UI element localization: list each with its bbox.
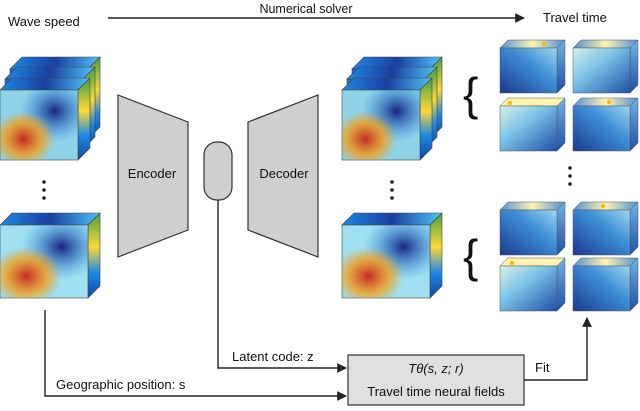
ellipsis-right bbox=[568, 166, 572, 186]
fit-arrow bbox=[524, 317, 592, 381]
fit-label: Fit bbox=[535, 360, 550, 375]
ellipsis-left bbox=[42, 180, 46, 200]
latent-code-arrow bbox=[217, 200, 347, 373]
geographic-position-arrow bbox=[44, 310, 347, 401]
neural-field-box bbox=[347, 354, 525, 406]
wave-speed-label: Wave speed bbox=[8, 14, 80, 29]
input-velocity-cube-bottom bbox=[0, 212, 101, 299]
encoder-block bbox=[117, 94, 189, 258]
ellipsis-middle bbox=[390, 180, 394, 200]
decoder-block bbox=[247, 94, 319, 258]
numerical-solver-label: Numerical solver bbox=[259, 2, 352, 16]
input-velocity-stack-top bbox=[0, 56, 101, 161]
travel-time-cubes-group-1 bbox=[499, 39, 639, 152]
output-velocity-stack-top bbox=[341, 56, 443, 161]
neural-field-formula: Tθ(s, z; r) bbox=[408, 361, 463, 376]
brace-top-icon: { bbox=[463, 68, 478, 120]
travel-time-cubes-group-2 bbox=[499, 201, 639, 312]
neural-field-label: Travel time neural fields bbox=[367, 384, 505, 399]
encoder-label: Encoder bbox=[128, 166, 177, 181]
travel-time-label: Travel time bbox=[543, 10, 607, 25]
geographic-position-label: Geographic position: s bbox=[56, 377, 186, 392]
brace-bottom-icon: { bbox=[463, 230, 478, 282]
latent-code-label: Latent code: z bbox=[232, 349, 314, 364]
output-velocity-cube-bottom bbox=[341, 212, 443, 299]
decoder-label: Decoder bbox=[259, 166, 309, 181]
latent-code-box bbox=[203, 141, 233, 201]
